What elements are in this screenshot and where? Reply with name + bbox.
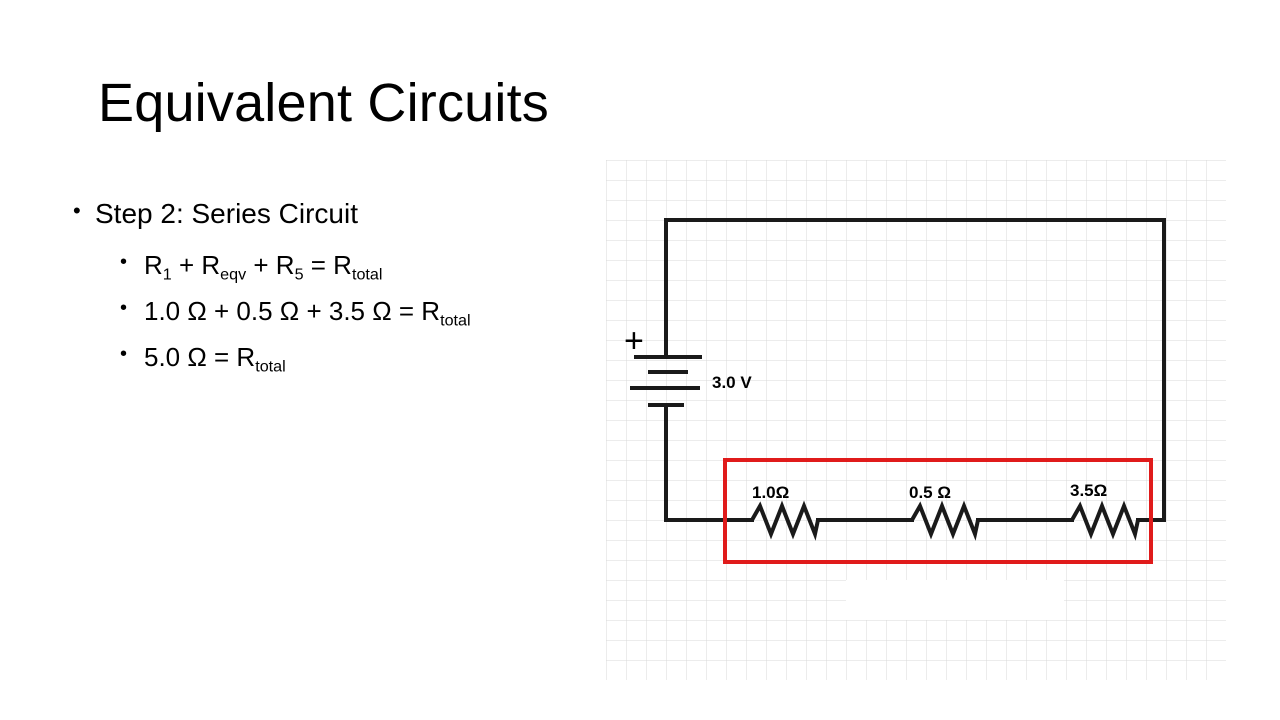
battery-plus-sign: + [624,322,644,360]
eq-sub-total: total [440,311,471,330]
resistor-3-label: 3.5Ω [1070,481,1107,500]
eq-sub-5: 5 [294,265,304,284]
eq-equals-r: = R [303,250,352,280]
slide-title: Equivalent Circuits [98,73,549,133]
battery-symbol [630,355,702,407]
eq-plus-r: + R [171,250,221,280]
series-highlight-box [723,458,1153,564]
eq-sub-eqv: eqv [220,265,247,284]
bullet-equation-values: • 1.0 Ω + 0.5 Ω + 3.5 Ω = Rtotal [120,296,471,329]
resistor-2-label: 0.5 Ω [909,483,951,502]
eq-r: R [144,250,163,280]
bullet-dot: • [120,343,128,365]
bullet-dot: • [120,251,128,273]
bullet-equation-result: • 5.0 Ω = Rtotal [120,342,286,375]
eq-result-text: 5.0 Ω = R [144,342,256,372]
resistor-2 [910,500,980,541]
bullet-equation-symbolic: • R1 + Reqv + R5 = Rtotal [120,250,382,283]
resistor-1-label: 1.0Ω [752,483,789,502]
eq-sub-1: 1 [162,265,172,284]
resistors [750,500,1140,541]
bullet-step2: • Step 2: Series Circuit [73,198,358,229]
eq-sub-total: total [351,265,383,284]
resistor-3 [1070,500,1140,541]
wire-top-right [664,218,1166,522]
eq-values-text: 1.0 Ω + 0.5 Ω + 3.5 Ω = R [144,296,441,326]
bullet-step2-text: Step 2: Series Circuit [95,198,358,229]
eq-plus-r: + R [246,250,295,280]
grid-blank-patch [846,580,1064,620]
resistor-1 [750,500,820,541]
bullet-dot: • [73,198,81,223]
eq-sub-total: total [255,357,286,376]
bullet-dot: • [120,297,128,319]
battery-voltage-label: 3.0 V [712,373,752,392]
